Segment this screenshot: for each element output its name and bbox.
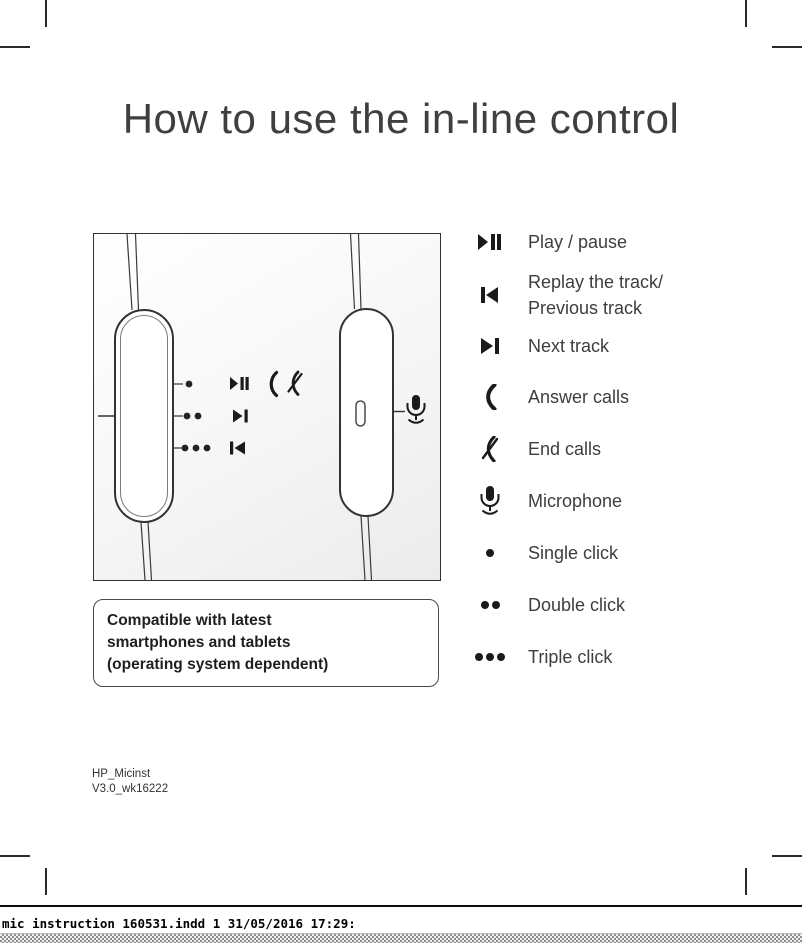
footer-time: 17:29: [310,916,356,931]
footer-page-number: 1 [212,916,221,931]
click-dots [181,380,211,452]
previous-track-icon [470,287,510,303]
end-calls-icon [470,436,510,462]
legend-item-single-click: Single click [470,540,618,566]
play-pause-diagram-icon [230,377,249,390]
legend-label-line-2: Previous track [528,298,643,318]
play-pause-icon [470,234,510,250]
compat-line-3: (operating system dependent) [107,656,329,673]
legend-item-double-click: Double click [470,592,625,618]
legend-label: Microphone [528,491,623,511]
crop-mark-bottom-right-v [745,868,747,895]
crop-mark-bottom-right-h [772,855,802,857]
next-track-icon [470,338,510,354]
remote-control-illustration [98,234,426,580]
right-cable [349,234,373,580]
legend-item-play-pause: Play / pause [470,229,627,255]
document-code: HP_Micinst V3.0_wk16222 [92,767,168,797]
legend-label: Single click [528,543,619,563]
footer-date: 31/05/2016 [227,916,304,931]
left-remote-capsule [114,309,174,523]
triple-click-icon [470,652,510,662]
crop-mark-top-right-v [745,0,747,27]
legend-item-end-calls: End calls [470,436,601,462]
left-cable [126,234,153,580]
doc-code-line-1: HP_Micinst [92,768,151,780]
legend-label: Replay the track/ Previous track [528,269,663,321]
page-title: How to use the in-line control [122,95,680,142]
end-calls-diagram-icon [287,370,303,396]
print-dither-strip [0,933,802,943]
previous-track-diagram-icon [230,441,245,455]
crop-mark-bottom-left-h [0,855,30,857]
compatibility-note-box: Compatible with latest smartphones and t… [93,599,439,687]
callout-lines [98,383,183,449]
next-track-diagram-icon [233,409,248,423]
crop-mark-bottom-left-v [45,868,47,895]
legend-label: End calls [528,439,602,459]
double-click-icon [470,600,510,610]
microphone-diagram-icon [406,395,426,424]
compat-line-1: Compatible with latest [107,612,272,629]
legend-item-microphone: Microphone [470,486,622,516]
compat-line-2: smartphones and tablets [107,634,291,651]
legend-label: Next track [528,336,610,356]
footer-rule [0,905,802,907]
footer-filename: mic instruction 160531.indd [2,916,206,931]
single-click-icon [470,548,510,558]
answer-calls-icon [470,384,510,410]
crop-mark-top-left-h [0,46,30,48]
answer-calls-diagram-icon [269,370,279,398]
legend-label: Answer calls [528,387,630,407]
legend-label: Double click [528,595,626,615]
legend-item-previous-track: Replay the track/ Previous track [470,269,663,321]
doc-code-line-2: V3.0_wk16222 [92,782,169,795]
crop-mark-top-right-h [772,46,802,48]
crop-mark-top-left-v [45,0,47,27]
right-remote-capsule [339,308,394,517]
legend-item-answer-calls: Answer calls [470,384,629,410]
microphone-icon [470,486,510,516]
legend-item-next-track: Next track [470,333,609,359]
inline-remote-diagram [93,233,441,581]
legend-label: Triple click [528,647,613,667]
print-footer: mic instruction 160531.indd 1 31/05/2016… [2,916,356,931]
legend-item-triple-click: Triple click [470,644,612,670]
legend-label: Play / pause [528,232,628,252]
legend-label-line-1: Replay the track/ [528,272,664,292]
